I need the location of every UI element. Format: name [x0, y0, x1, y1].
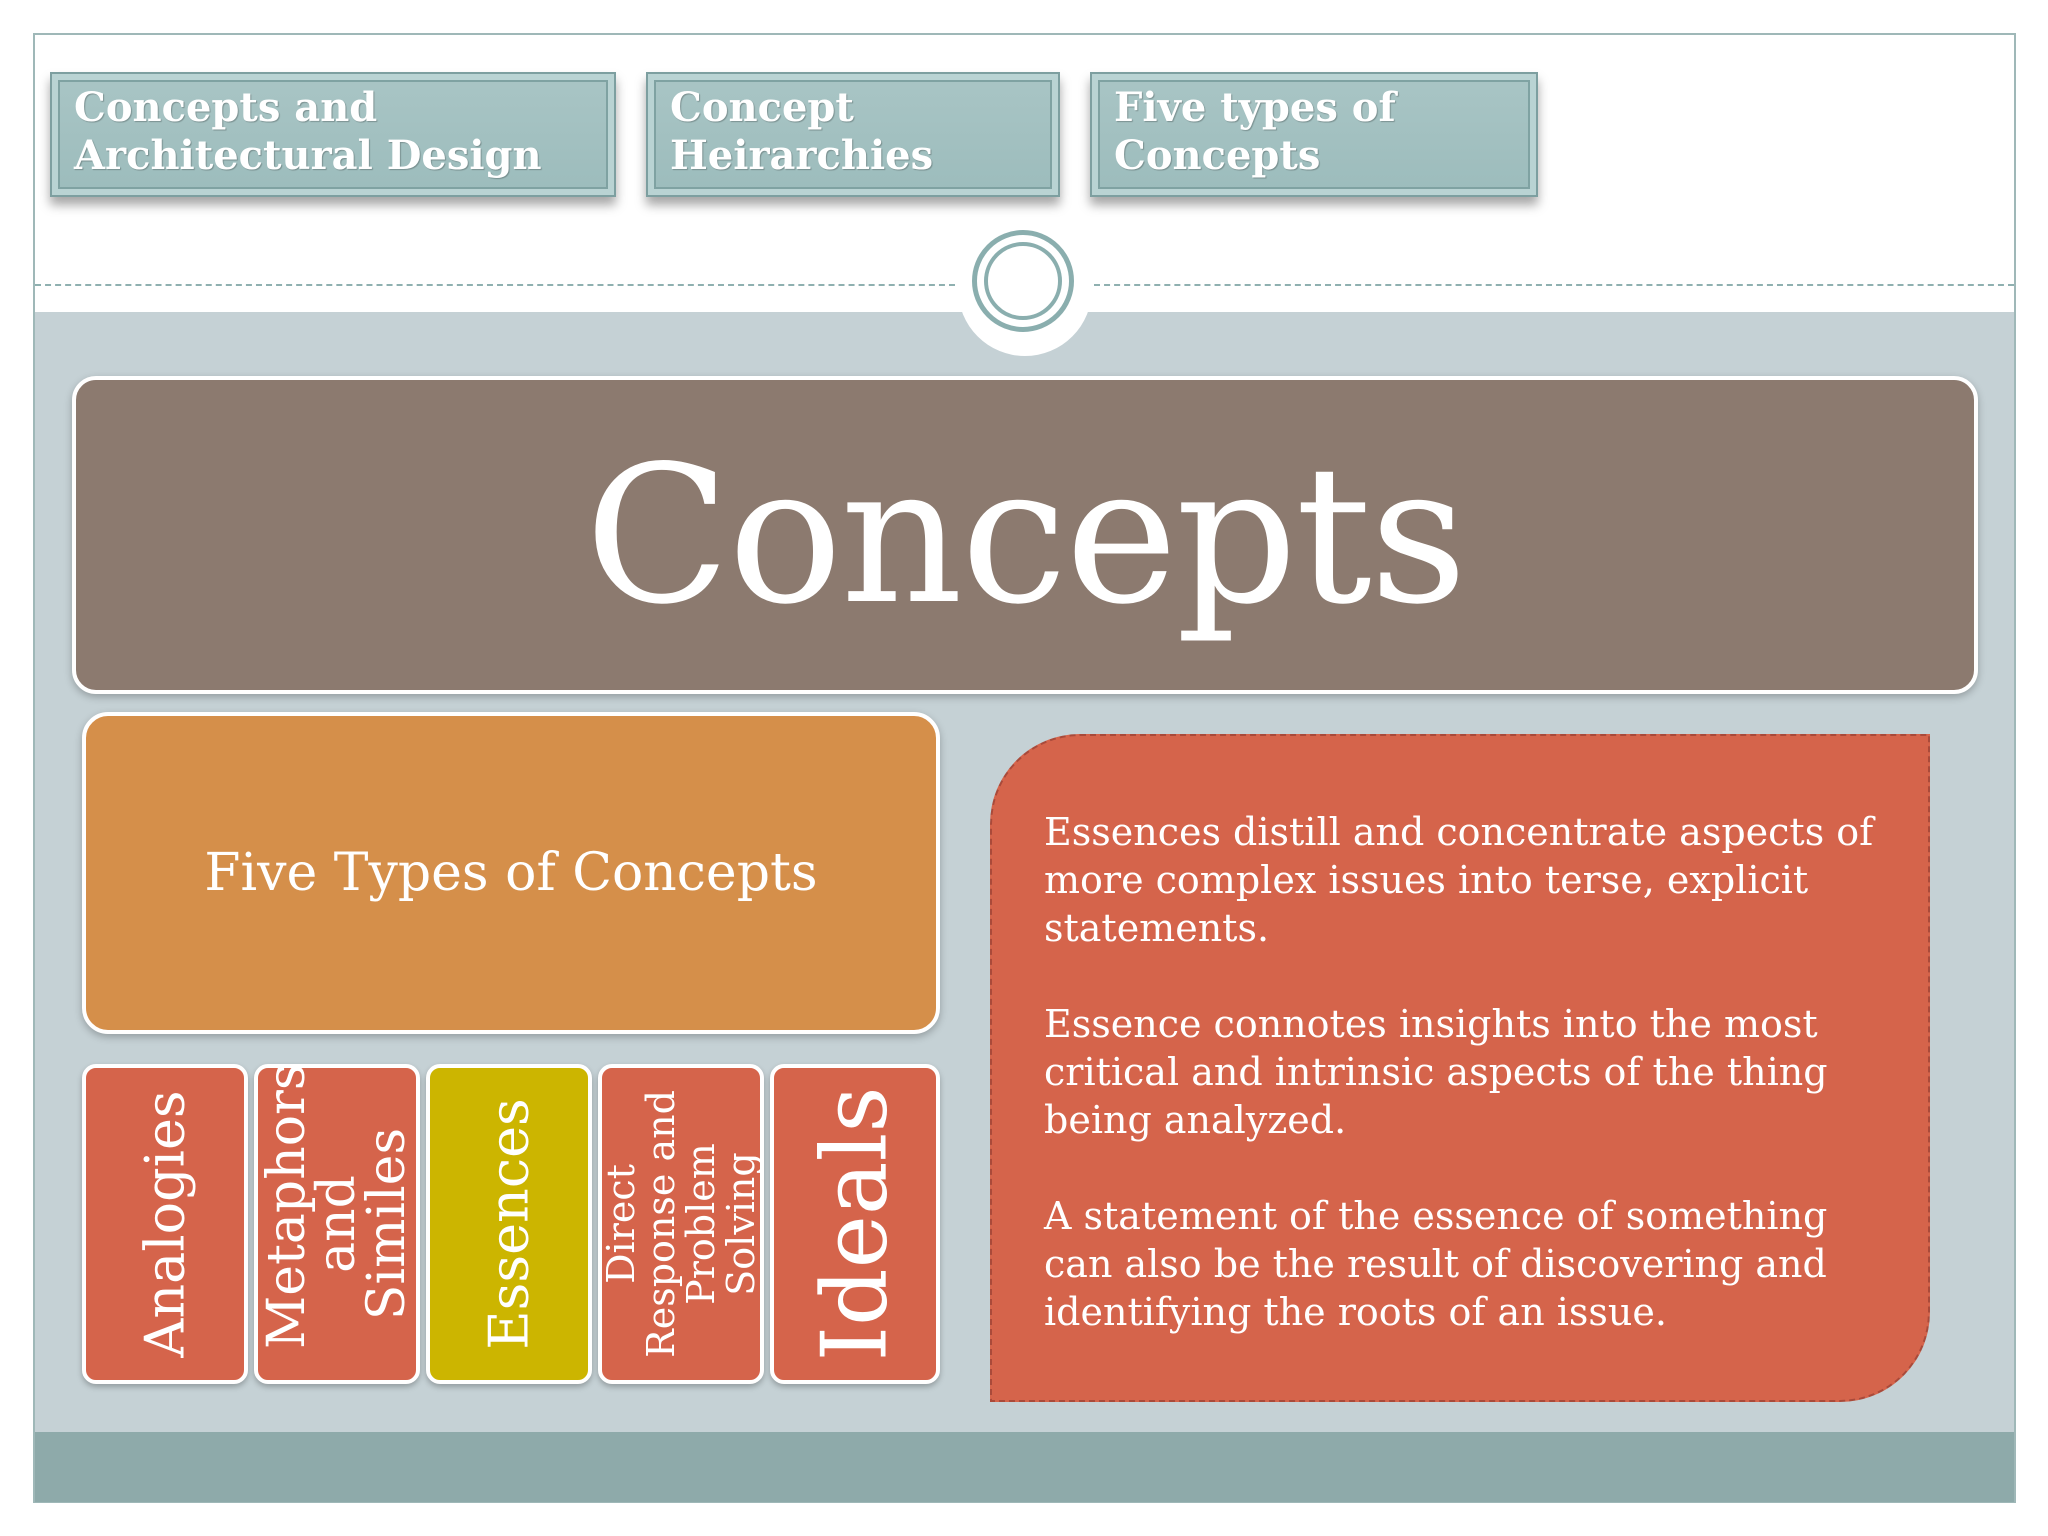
divider-right: [1094, 284, 2014, 286]
circle-ornament-inner: [984, 242, 1062, 320]
divider-left: [35, 284, 955, 286]
nav-tab-label: Five types of Concepts: [1114, 84, 1396, 179]
footer-bar: [35, 1432, 2014, 1502]
type-label: Direct Response and Problem Solving: [599, 1090, 763, 1358]
type-direct-response[interactable]: Direct Response and Problem Solving: [598, 1064, 764, 1384]
slide-title: Concepts: [72, 376, 1978, 694]
description-paragraph: A statement of the essence of something …: [1044, 1194, 1828, 1334]
nav-tab-concepts-architectural-design[interactable]: Concepts and Architectural Design: [50, 72, 616, 197]
type-essences[interactable]: Essences: [426, 1064, 592, 1384]
five-types-box[interactable]: Five Types of Concepts: [82, 712, 940, 1034]
type-label: Metaphors and Similes: [257, 1064, 417, 1349]
type-metaphors-similes[interactable]: Metaphors and Similes: [254, 1064, 420, 1384]
description-paragraph: Essence connotes insights into the most …: [1044, 1002, 1828, 1142]
description-paragraph: Essences distill and concentrate aspects…: [1044, 810, 1874, 950]
type-label: Ideals: [802, 1086, 908, 1362]
slide-title-text: Concepts: [584, 424, 1467, 646]
description-panel: Essences distill and concentrate aspects…: [990, 734, 1930, 1402]
nav-tab-concept-heirarchies[interactable]: Concept Heirarchies: [646, 72, 1060, 197]
type-label: Essences: [477, 1098, 541, 1350]
type-ideals[interactable]: Ideals: [770, 1064, 940, 1384]
type-analogies[interactable]: Analogies: [82, 1064, 248, 1384]
nav-tab-label: Concept Heirarchies: [670, 84, 934, 179]
nav-tab-five-types[interactable]: Five types of Concepts: [1090, 72, 1538, 197]
five-types-label: Five Types of Concepts: [204, 843, 818, 903]
type-label: Analogies: [133, 1090, 197, 1358]
nav-tab-label: Concepts and Architectural Design: [74, 84, 542, 179]
